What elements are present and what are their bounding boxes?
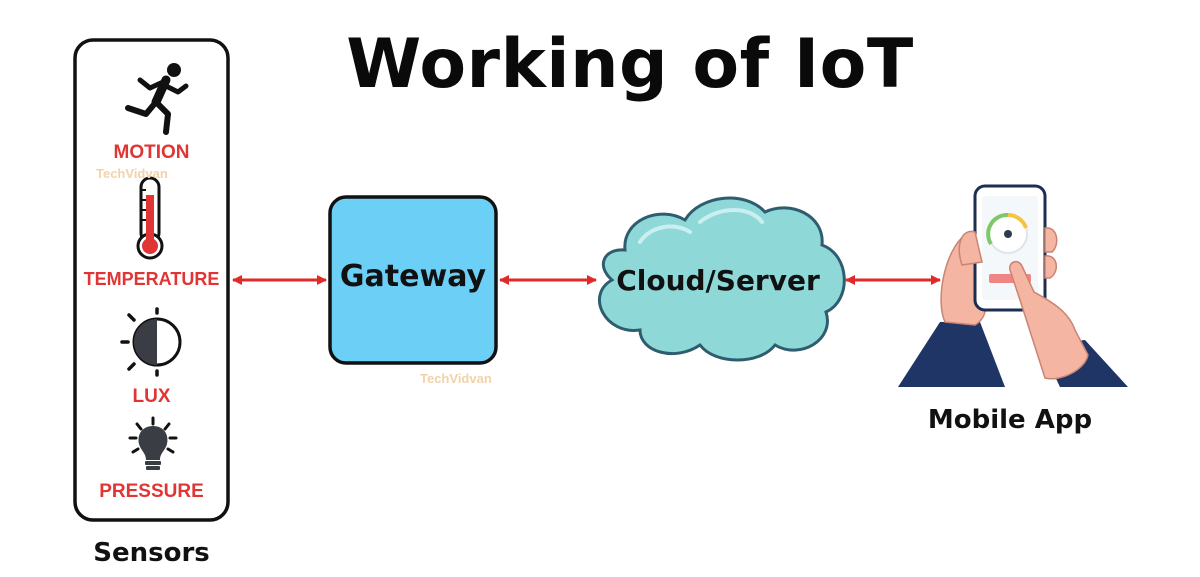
mobile-app-caption: Mobile App xyxy=(927,405,1093,435)
watermark: TechVidvan xyxy=(96,166,168,181)
gateway-box xyxy=(328,195,498,365)
page-title: Working of IoT xyxy=(346,25,914,104)
cloud-shape xyxy=(598,196,846,362)
thermometer-icon xyxy=(136,176,164,260)
sensors-caption: Sensors xyxy=(93,538,210,568)
sensor-label-motion: MOTION xyxy=(113,142,190,163)
sensor-label-lux: LUX xyxy=(132,386,171,407)
light-bulb-icon xyxy=(128,416,178,470)
light-brightness-icon xyxy=(120,307,182,377)
watermark: TechVidvan xyxy=(420,371,492,386)
cloud-highlight xyxy=(638,208,764,244)
gateway-label: Gateway xyxy=(339,259,487,294)
sensor-label-pressure: PRESSURE xyxy=(99,481,204,502)
hand-holding-phone-icon xyxy=(898,184,1128,387)
sensors-panel xyxy=(73,38,230,522)
running-person-icon xyxy=(125,63,189,135)
sensor-label-temperature: TEMPERATURE xyxy=(83,269,220,289)
cloud-label: Cloud/Server xyxy=(616,264,820,297)
